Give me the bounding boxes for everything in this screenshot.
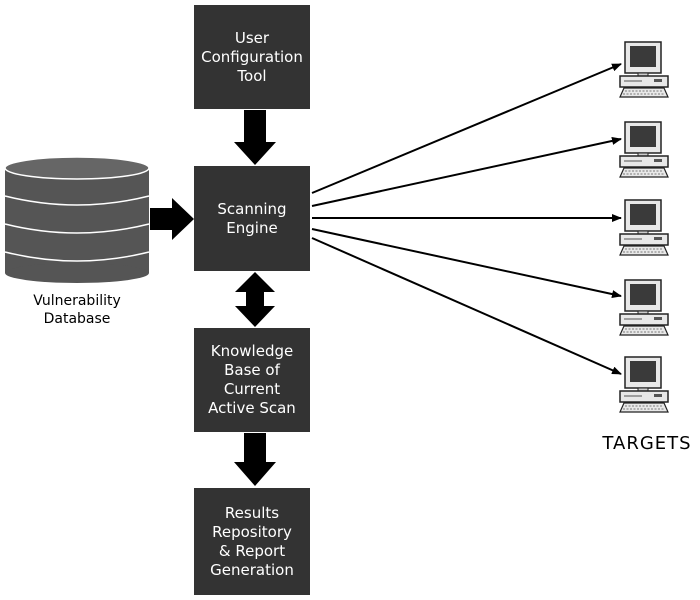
results-repository-box: Results Repository & Report Generation	[194, 488, 310, 595]
arrow-to-target-4	[311, 228, 622, 299]
config-tool-line-1: User	[234, 28, 270, 47]
arrow-engine-knowledge-bidirectional	[235, 272, 275, 327]
user-configuration-tool-box: User Configuration Tool	[194, 5, 310, 109]
desktop-computer-icon	[619, 41, 669, 98]
knowledge-base-line-4: Active Scan	[208, 399, 296, 417]
targets-label: TARGETS	[602, 433, 692, 454]
scanning-engine-line-1: Scanning	[217, 199, 287, 218]
results-line-3: & Report	[218, 541, 286, 560]
config-tool-line-3: Tool	[237, 66, 267, 85]
database-label-line-1: Vulnerability	[33, 293, 121, 309]
results-line-1: Results	[224, 503, 280, 522]
arrow-database-to-engine	[150, 198, 194, 240]
arrow-to-target-1	[311, 63, 622, 194]
desktop-computer-icon	[619, 279, 669, 336]
database-label-line-2: Database	[43, 311, 111, 327]
results-line-4: Generation	[210, 560, 294, 579]
knowledge-base-line-1: Knowledge	[210, 342, 294, 360]
results-line-2: Repository	[212, 522, 292, 541]
desktop-computer-icon	[619, 199, 669, 256]
knowledge-base-box: Knowledge Base of Current Active Scan	[194, 328, 310, 432]
desktop-computer-icon	[619, 121, 669, 178]
vulnerability-database-label: Vulnerability Database	[10, 292, 144, 328]
arrow-knowledge-to-results	[234, 433, 276, 486]
config-tool-line-2: Configuration	[201, 47, 303, 66]
scanning-engine-line-2: Engine	[226, 218, 278, 237]
desktop-computer-icon	[619, 356, 669, 413]
knowledge-base-line-3: Current	[223, 380, 281, 398]
arrow-config-to-engine	[234, 110, 276, 165]
database-cylinder-icon	[4, 156, 150, 283]
arrow-to-target-2	[311, 136, 622, 207]
knowledge-base-line-2: Base of	[224, 361, 280, 379]
arrow-to-target-5	[311, 237, 622, 375]
scanning-engine-box: Scanning Engine	[194, 166, 310, 271]
